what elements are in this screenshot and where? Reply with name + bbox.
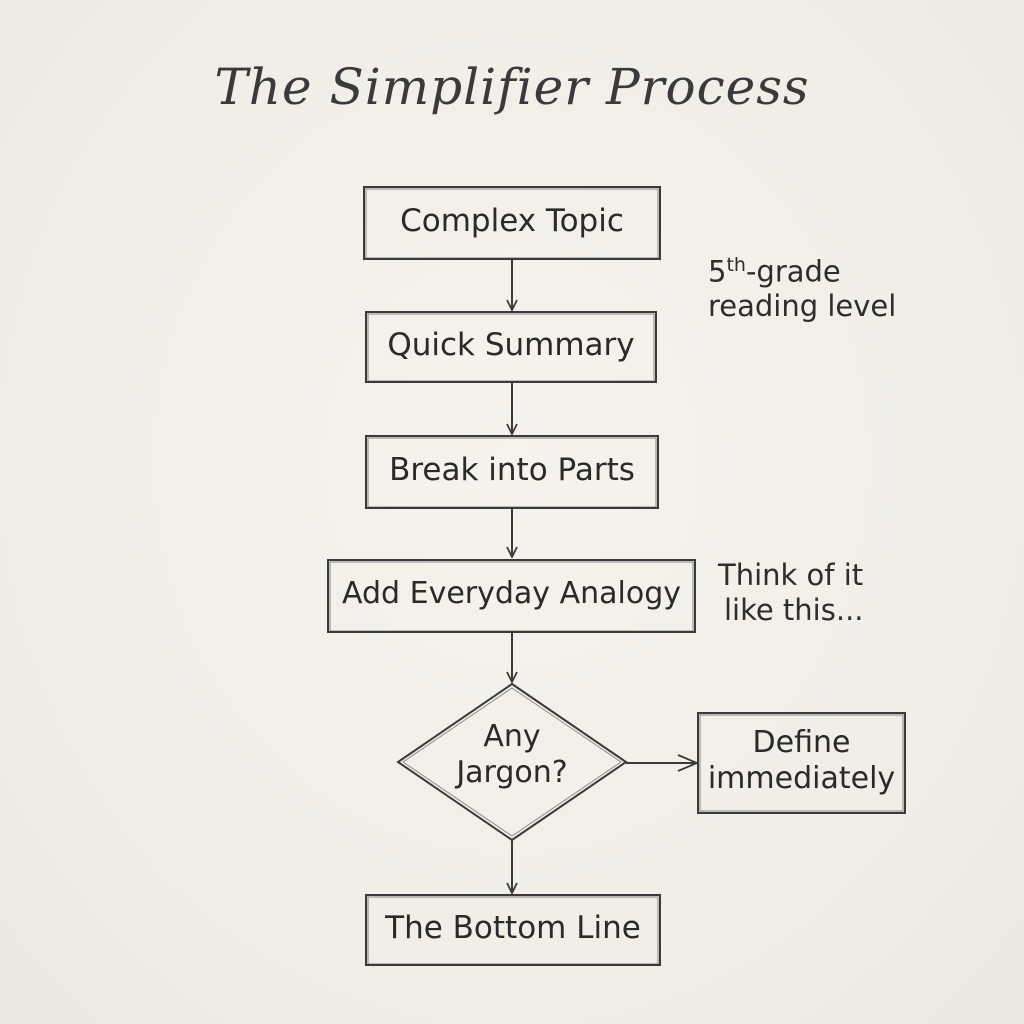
label-analogy: Add Everyday Analogy bbox=[342, 576, 681, 611]
label-jargon-line1: Any bbox=[483, 719, 541, 754]
label-complex-topic: Complex Topic bbox=[400, 203, 624, 239]
note-reading-level-line2: reading level bbox=[708, 289, 897, 324]
grade-suffix: th bbox=[726, 254, 746, 276]
box-define bbox=[697, 712, 906, 814]
note-think-line2: like this... bbox=[724, 592, 864, 627]
label-quick-summary: Quick Summary bbox=[387, 327, 635, 363]
grade-number: 5 bbox=[708, 254, 727, 289]
box-bottom-line bbox=[365, 894, 661, 966]
label-define-line1: Define bbox=[752, 725, 851, 760]
diagram-title: The Simplifier Process bbox=[214, 58, 810, 116]
label-define-line2: immediately bbox=[707, 761, 896, 796]
note-think-of-it: Think of it like this... bbox=[718, 558, 864, 628]
grade-rest: -grade bbox=[745, 254, 841, 289]
note-reading-level-line1: 5th-grade bbox=[708, 254, 896, 289]
note-think-line1: Think of it bbox=[718, 558, 864, 592]
note-reading-level: 5th-grade reading level bbox=[708, 254, 896, 324]
label-bottom-line: The Bottom Line bbox=[385, 910, 641, 946]
label-jargon-line2: Jargon? bbox=[456, 755, 568, 790]
label-break-parts: Break into Parts bbox=[389, 452, 635, 488]
